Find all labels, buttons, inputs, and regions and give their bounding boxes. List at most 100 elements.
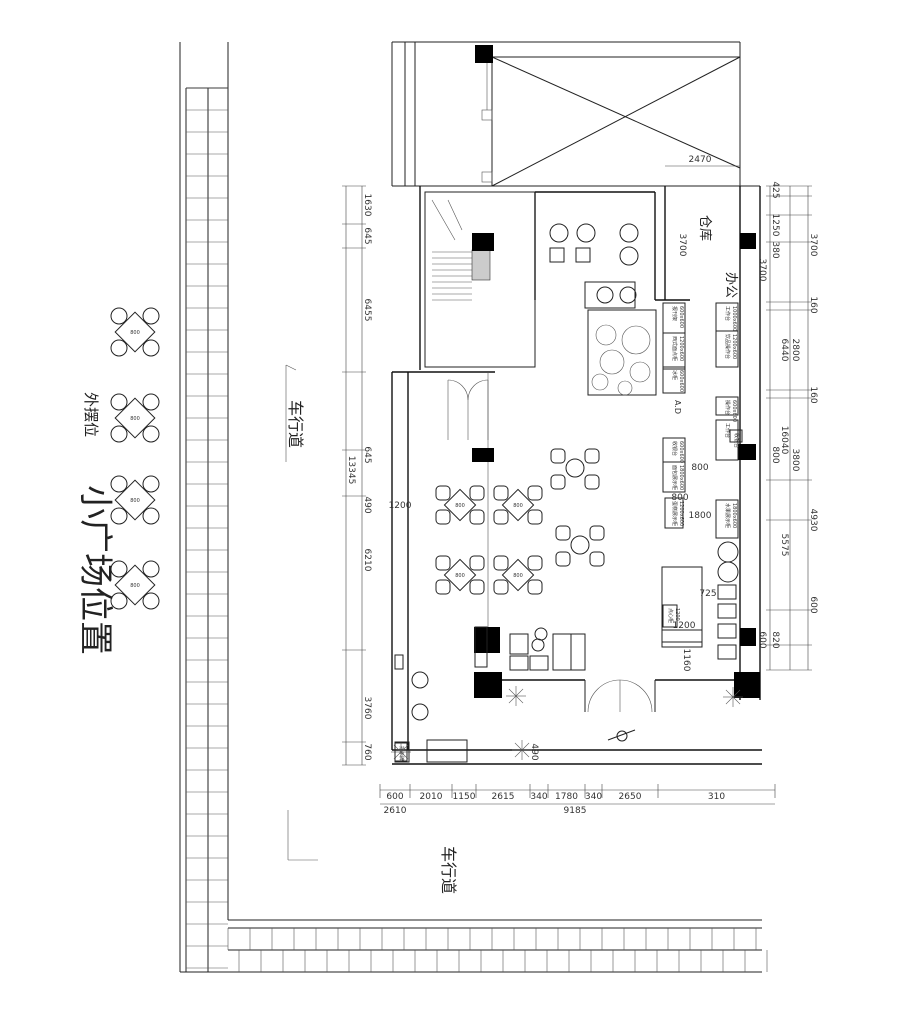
plant <box>512 740 532 760</box>
plaza-label: 小广场位置 <box>75 485 115 655</box>
dining-table <box>501 488 535 522</box>
lounge-seating <box>474 626 586 671</box>
round-table <box>570 535 590 555</box>
person-symbol <box>607 729 636 742</box>
dim-right: 820 <box>770 631 780 648</box>
dining-table-set: 800 <box>493 555 543 595</box>
counter-box <box>662 604 678 628</box>
counter-box <box>662 332 686 370</box>
counter-box <box>664 497 684 529</box>
dim-right: 160 <box>808 386 818 403</box>
column <box>475 45 493 63</box>
staircase <box>424 191 536 368</box>
dim-left: 13345 <box>346 456 356 485</box>
dimension-lines <box>342 185 812 805</box>
dining-chair <box>527 485 543 501</box>
dim-bottom: 600 <box>386 792 403 802</box>
counter-c11: 工作台 <box>715 419 739 461</box>
outdoor-table-size: 800 <box>130 330 140 336</box>
counter-name: 工作台 <box>724 306 731 321</box>
paving-left <box>179 42 229 972</box>
road-label-top: 车行道 <box>286 400 305 448</box>
counter-box <box>715 396 739 416</box>
outdoor-chair <box>142 560 160 578</box>
round-chair <box>589 551 605 567</box>
warehouse-label: 仓库 <box>697 215 713 241</box>
outdoor-table <box>114 564 156 606</box>
dining-chair <box>435 555 451 571</box>
dim-bottom: 1150 <box>453 792 476 802</box>
column <box>738 444 756 460</box>
outdoor-chair <box>142 307 160 325</box>
dim-right: 1250 <box>770 214 780 237</box>
outdoor-table-set-2: 800 <box>110 393 160 443</box>
dining-chair <box>435 485 451 501</box>
outdoor-table <box>114 311 156 353</box>
counter-c13: 收银台 <box>729 429 743 448</box>
outdoor-chair <box>110 507 128 525</box>
dim-bottom-total: 9185 <box>564 806 587 816</box>
counter-name: 水果展示柜 <box>724 503 731 528</box>
dining-chair <box>493 485 509 501</box>
counter-size: 600x600 <box>678 306 684 328</box>
counter-name: 报刊架 <box>671 306 678 321</box>
dim-inner: 1200 <box>389 501 412 511</box>
dining-table <box>443 488 477 522</box>
dim-right: 800 <box>770 446 780 463</box>
dining-chair <box>435 509 451 525</box>
upper-storage <box>391 41 760 187</box>
dim-right: 380 <box>770 241 780 258</box>
dining-chair <box>493 579 509 595</box>
outdoor-table-size: 800 <box>130 416 140 422</box>
counter-name: 西式面点柜 <box>671 336 678 361</box>
outdoor-table-set-4: 800 <box>110 560 160 610</box>
dim-right: 600 <box>808 596 818 613</box>
road-arrow-bottom <box>287 810 318 861</box>
outdoor-chair <box>110 307 128 325</box>
column <box>740 233 756 249</box>
counter-size: 1800x600 <box>731 503 737 528</box>
structural-columns <box>472 45 760 698</box>
outdoor-table-size: 800 <box>130 498 140 504</box>
dining-table-size: 800 <box>455 503 465 509</box>
column <box>474 672 502 698</box>
counter-size: 1200 <box>674 608 680 621</box>
dim-inner: 3700 <box>677 234 687 257</box>
dim-right-mid: 16040 <box>779 426 789 455</box>
counter-name: 冰柜 <box>671 370 678 380</box>
outdoor-chair <box>142 592 160 610</box>
outdoor-chair <box>142 425 160 443</box>
dining-table-set: 800 <box>435 555 485 595</box>
round-chair <box>555 551 571 567</box>
counter-name: 蛋糕展示柜 <box>671 501 678 526</box>
dining-table <box>501 558 535 592</box>
dim-inner: 800 <box>671 493 688 503</box>
outdoor-chair <box>110 425 128 443</box>
dining-chair <box>469 509 485 525</box>
outdoor-chair <box>142 475 160 493</box>
dim-left: 760 <box>362 743 372 760</box>
front-door <box>584 679 656 713</box>
dim-inner: 725 <box>699 589 716 599</box>
dim-right: 2800 <box>790 339 800 362</box>
counter-box <box>729 429 743 443</box>
column <box>472 448 494 462</box>
outdoor-chair <box>110 393 128 411</box>
counter-name: 收银台 <box>733 433 740 448</box>
counter-box <box>715 499 739 539</box>
dim-left: 645 <box>362 446 372 463</box>
counter-box <box>662 366 686 394</box>
dining-table <box>443 558 477 592</box>
plant <box>506 686 526 706</box>
dim-left: 6210 <box>362 549 372 572</box>
round-table <box>565 458 585 478</box>
dim-bottom: 340 <box>585 792 602 802</box>
counter-size: 1200x600 <box>678 336 684 361</box>
road-arrow-top <box>285 364 297 462</box>
dim-inner: 2470 <box>689 155 712 165</box>
